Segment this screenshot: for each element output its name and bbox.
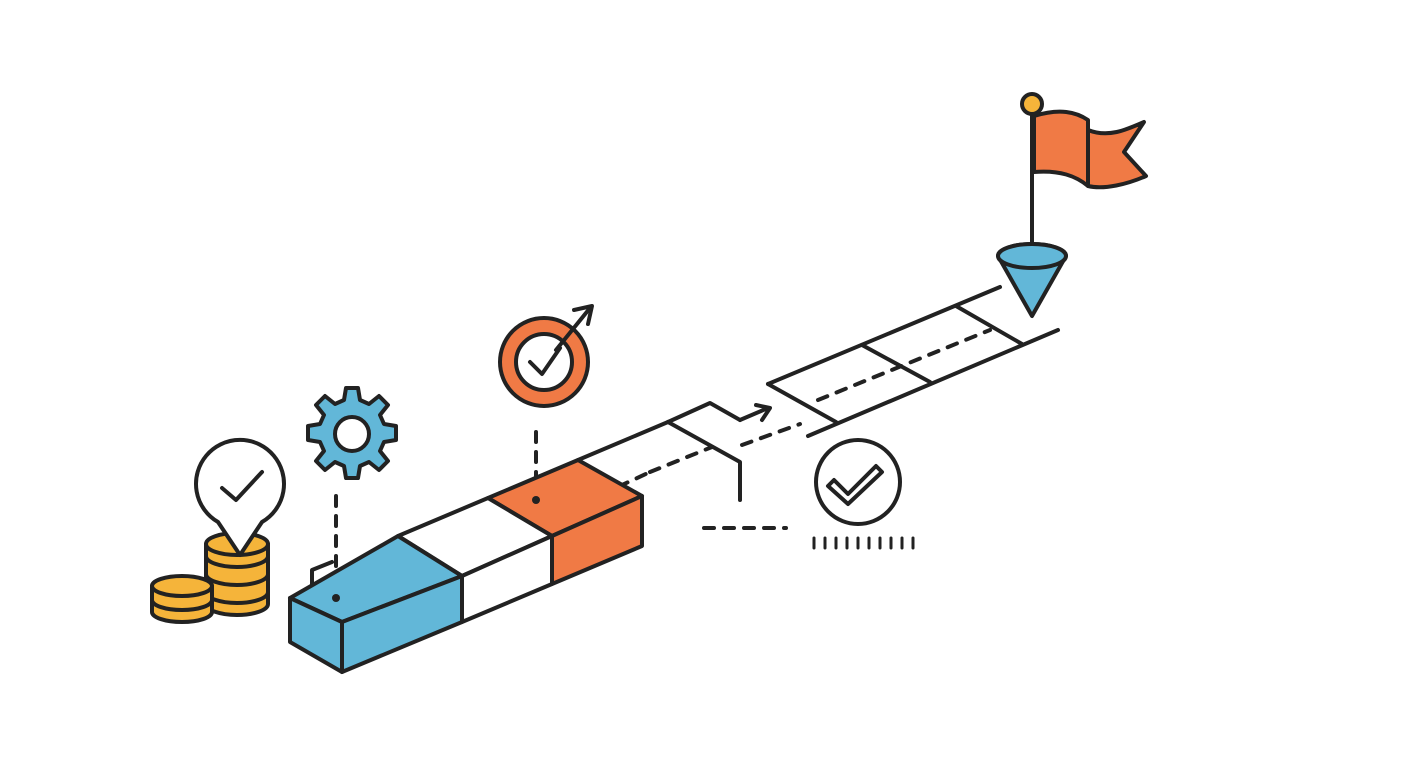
road-top-edge bbox=[766, 285, 1002, 386]
road-divider-1 bbox=[766, 382, 838, 424]
track-connector-2 bbox=[648, 445, 714, 474]
target-arrowhead bbox=[572, 304, 594, 326]
road-bottom-edge bbox=[806, 328, 1060, 438]
check-circle-mark bbox=[826, 464, 884, 506]
step-path bbox=[666, 401, 742, 424]
flag-tail bbox=[1086, 120, 1148, 190]
check-pin-icon bbox=[194, 437, 286, 557]
blue-block-tab bbox=[310, 560, 334, 586]
check-mark bbox=[220, 470, 264, 502]
flag-pole-top bbox=[1020, 92, 1044, 116]
track-edge bbox=[576, 420, 670, 462]
road-divider-2 bbox=[860, 343, 932, 384]
location-pin-icon bbox=[996, 242, 1068, 318]
flag-cloth bbox=[1032, 109, 1090, 188]
goal-flag-icon bbox=[1020, 92, 1148, 252]
coins-icon bbox=[150, 531, 270, 624]
coin-stack-short bbox=[150, 574, 214, 624]
coin-stack-tall bbox=[204, 531, 270, 617]
target-check-mark bbox=[528, 346, 562, 376]
progress-blocks bbox=[288, 458, 644, 674]
target-arrow-shaft bbox=[554, 306, 592, 352]
road-center-dash bbox=[816, 328, 992, 402]
step-path-arrow-line bbox=[738, 406, 770, 422]
check-circle-icon bbox=[812, 438, 915, 550]
step-path-arrowhead bbox=[754, 403, 772, 422]
road bbox=[766, 285, 1060, 438]
road-divider-3 bbox=[954, 304, 1024, 346]
blue-block-end bbox=[288, 596, 344, 674]
gear-icon bbox=[306, 386, 398, 480]
ruler-ticks bbox=[812, 536, 915, 550]
track-connector-3 bbox=[740, 422, 802, 447]
step-down-line bbox=[666, 420, 742, 502]
target-check-arrow-icon bbox=[498, 304, 594, 408]
